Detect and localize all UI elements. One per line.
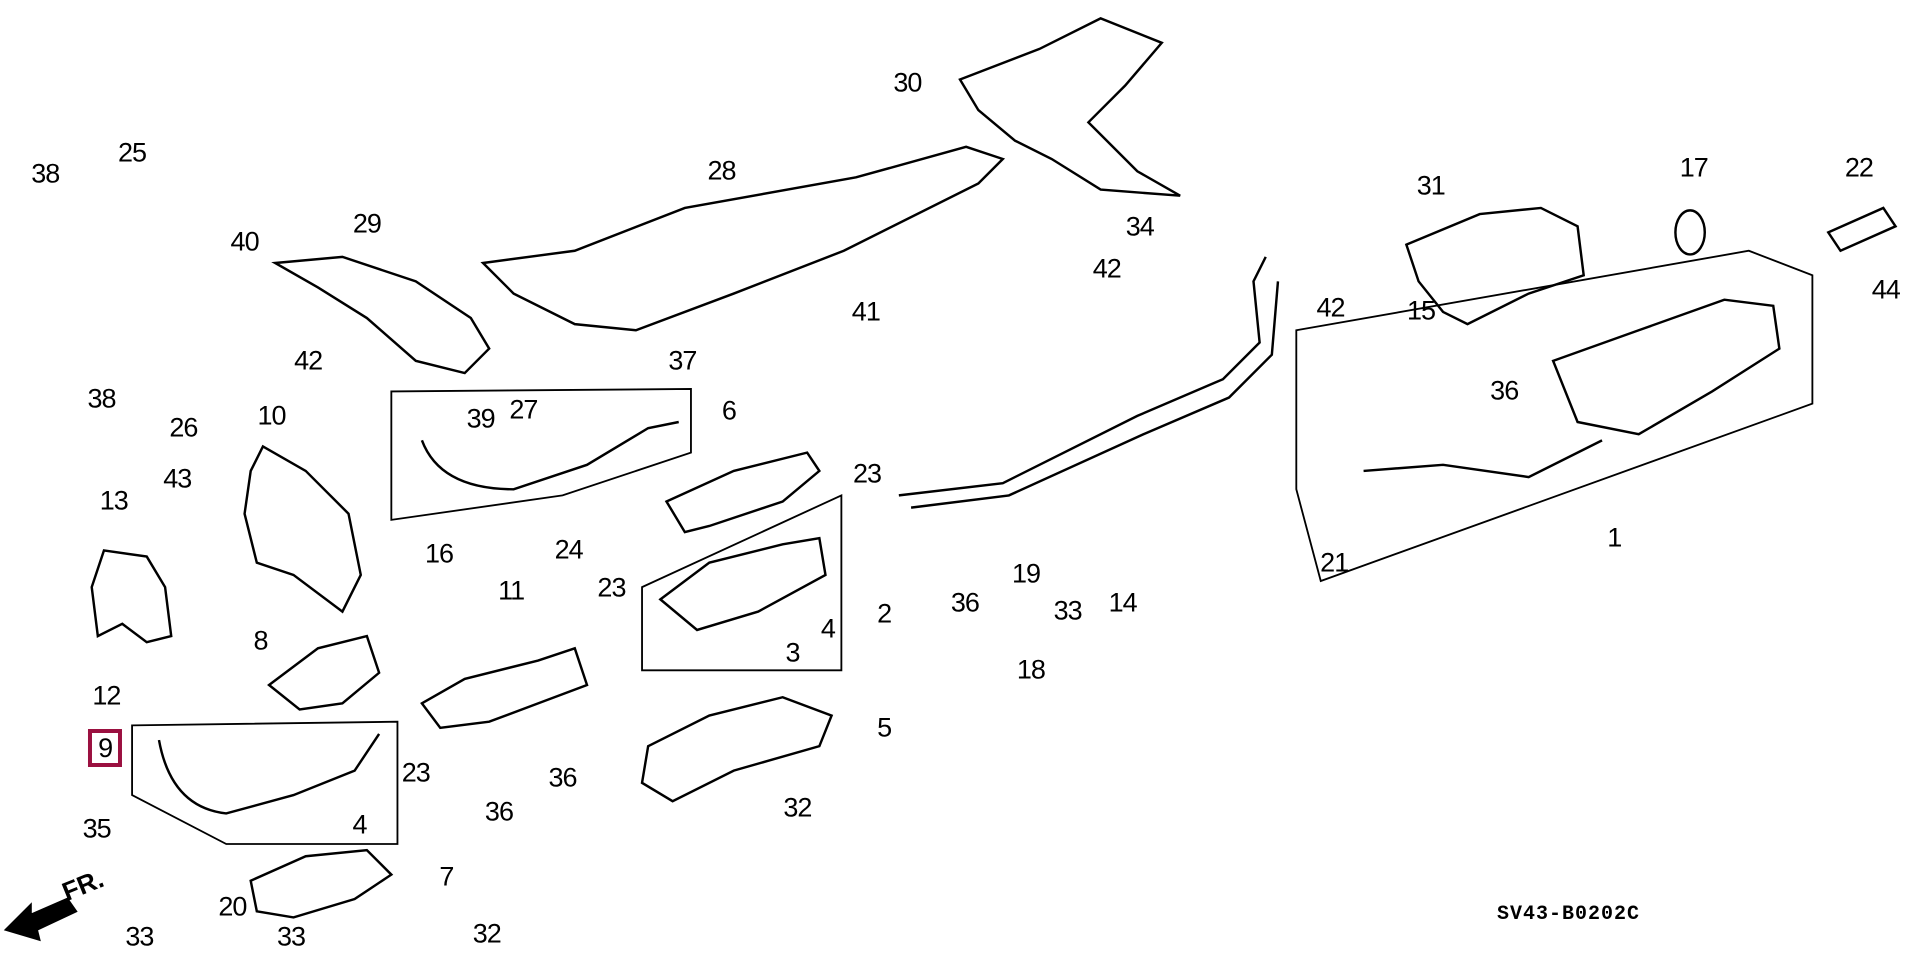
callout-33[interactable]: 33 — [125, 921, 154, 952]
callout-36[interactable]: 36 — [950, 587, 980, 618]
callout-42[interactable]: 42 — [1316, 292, 1346, 323]
callout-1[interactable]: 1 — [1607, 522, 1622, 553]
callout-6[interactable]: 6 — [721, 395, 737, 426]
pipe-11 — [420, 646, 589, 730]
callout-18[interactable]: 18 — [1016, 654, 1046, 685]
callout-38[interactable]: 38 — [31, 158, 60, 189]
callout-13[interactable]: 13 — [99, 485, 129, 516]
heat-shield-7 — [249, 848, 394, 919]
heat-shield-30 — [958, 17, 1181, 197]
callout-2[interactable]: 2 — [877, 598, 892, 629]
callout-15[interactable]: 15 — [1407, 295, 1436, 326]
callout-10[interactable]: 10 — [257, 400, 286, 431]
callout-17[interactable]: 17 — [1679, 152, 1709, 183]
catalytic-box-2 — [641, 493, 843, 672]
heat-shield-29 — [271, 255, 491, 375]
callout-12[interactable]: 12 — [92, 680, 121, 711]
callout-33[interactable]: 33 — [277, 921, 306, 952]
callout-44[interactable]: 44 — [1871, 274, 1901, 305]
bracket-13 — [90, 549, 173, 644]
front-pipe-9 — [157, 733, 381, 815]
callout-19[interactable]: 19 — [1012, 558, 1041, 589]
catalytic-converter-8 — [267, 634, 381, 711]
callout-23[interactable]: 23 — [853, 458, 882, 489]
callout-28[interactable]: 28 — [707, 155, 736, 186]
callout-9[interactable]: 9 — [88, 729, 123, 768]
callout-16[interactable]: 16 — [425, 538, 454, 569]
muffler-box-1 — [1295, 249, 1814, 583]
callout-32[interactable]: 32 — [472, 918, 502, 949]
callout-20[interactable]: 20 — [218, 891, 247, 922]
callout-36[interactable]: 36 — [484, 796, 514, 827]
callout-8[interactable]: 8 — [253, 625, 268, 656]
catalytic-converter-2 — [658, 536, 827, 632]
sensor-box-24 — [390, 388, 692, 521]
callout-31[interactable]: 31 — [1416, 170, 1446, 201]
callout-42[interactable]: 42 — [294, 345, 323, 376]
callout-27[interactable]: 27 — [509, 394, 538, 425]
callout-5[interactable]: 5 — [877, 712, 892, 743]
callout-41[interactable]: 41 — [851, 296, 881, 327]
callout-21[interactable]: 21 — [1320, 547, 1349, 578]
callout-42[interactable]: 42 — [1092, 253, 1122, 284]
heat-shield-10 — [243, 444, 363, 614]
callout-36[interactable]: 36 — [1490, 375, 1519, 406]
callout-40[interactable]: 40 — [230, 226, 260, 257]
center-pipe — [898, 256, 1280, 509]
callout-7[interactable]: 7 — [439, 861, 454, 892]
callout-24[interactable]: 24 — [554, 534, 584, 565]
front-direction-arrow — [3, 897, 78, 942]
callout-25[interactable]: 25 — [118, 137, 147, 168]
callout-43[interactable]: 43 — [163, 463, 192, 494]
heat-shield-5 — [640, 695, 834, 803]
callout-3[interactable]: 3 — [785, 637, 800, 668]
callout-4[interactable]: 4 — [352, 809, 368, 840]
diagram-code: SV43-B0202C — [1497, 903, 1641, 926]
muffler-1 — [1551, 298, 1781, 436]
callout-29[interactable]: 29 — [352, 208, 382, 239]
heat-shield-28 — [480, 145, 1006, 332]
callout-23[interactable]: 23 — [401, 757, 431, 788]
callout-36[interactable]: 36 — [548, 762, 578, 793]
callout-11[interactable]: 11 — [498, 575, 525, 606]
callout-26[interactable]: 26 — [169, 412, 198, 443]
callout-39[interactable]: 39 — [466, 403, 496, 434]
callout-23[interactable]: 23 — [597, 572, 626, 603]
callout-30[interactable]: 30 — [893, 67, 922, 98]
catalytic-converter-6 — [664, 451, 821, 534]
callout-35[interactable]: 35 — [82, 813, 112, 844]
callout-14[interactable]: 14 — [1108, 587, 1138, 618]
tip-22 — [1826, 206, 1898, 253]
hanger-17 — [1674, 209, 1706, 256]
callout-38[interactable]: 38 — [87, 383, 116, 414]
callout-34[interactable]: 34 — [1125, 211, 1155, 242]
callout-32[interactable]: 32 — [783, 792, 812, 823]
callout-4[interactable]: 4 — [820, 613, 836, 644]
callout-37[interactable]: 37 — [668, 345, 697, 376]
callout-22[interactable]: 22 — [1844, 152, 1874, 183]
part-9-box — [131, 720, 399, 845]
callout-33[interactable]: 33 — [1053, 595, 1083, 626]
